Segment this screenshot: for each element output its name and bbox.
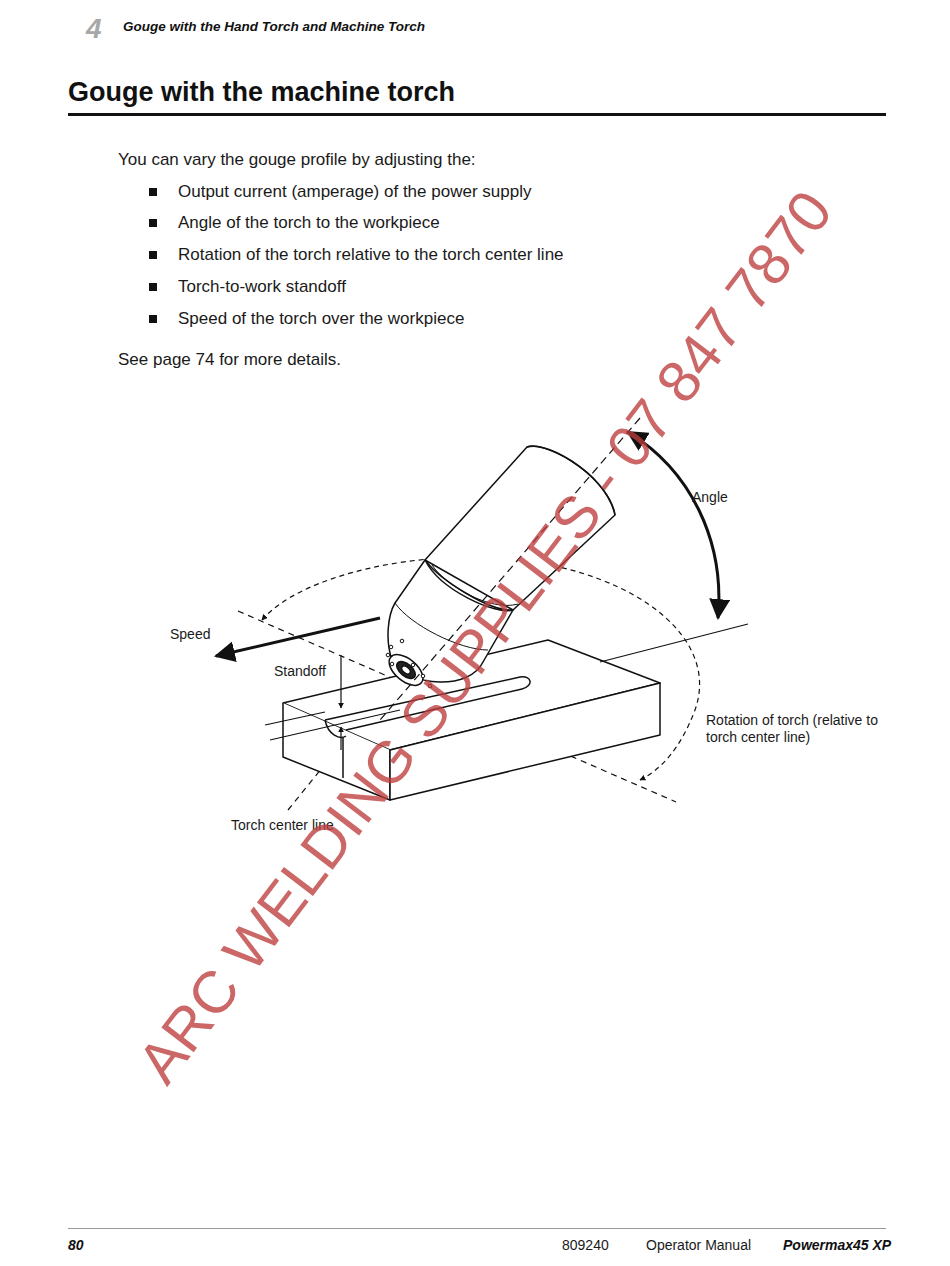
- product-name: Powermax45 XP: [783, 1237, 891, 1254]
- bullet-squares: [149, 188, 157, 323]
- footer-text: Operator Manual: [646, 1237, 751, 1254]
- part-label: Standoff: [274, 663, 326, 680]
- bullet-text: Speed of the torch over the workpiece: [178, 309, 464, 329]
- page-number: 80: [68, 1237, 84, 1254]
- bullet-text: Output current (amperage) of the power s…: [178, 182, 531, 202]
- part-label: Angle: [692, 489, 728, 506]
- document-number: 809240: [562, 1237, 609, 1254]
- bullet-text: Angle of the torch to the workpiece: [178, 213, 440, 233]
- heading-rule: [68, 113, 886, 116]
- bullet-text: Torch-to-work standoff: [178, 277, 346, 297]
- bullet-text: Rotation of the torch relative to the to…: [178, 245, 564, 265]
- part-label: Rotation of torch (relative to torch cen…: [706, 712, 881, 746]
- body-text: See page 74 for more details.: [118, 350, 341, 370]
- body-text: You can vary the gouge profile by adjust…: [118, 150, 476, 170]
- running-header: Gouge with the Hand Torch and Machine To…: [123, 19, 425, 35]
- chapter-number: 4: [86, 12, 102, 46]
- page-heading: Gouge with the machine torch: [68, 76, 455, 108]
- part-label: Speed: [170, 626, 210, 643]
- footer-rule: [68, 1228, 886, 1229]
